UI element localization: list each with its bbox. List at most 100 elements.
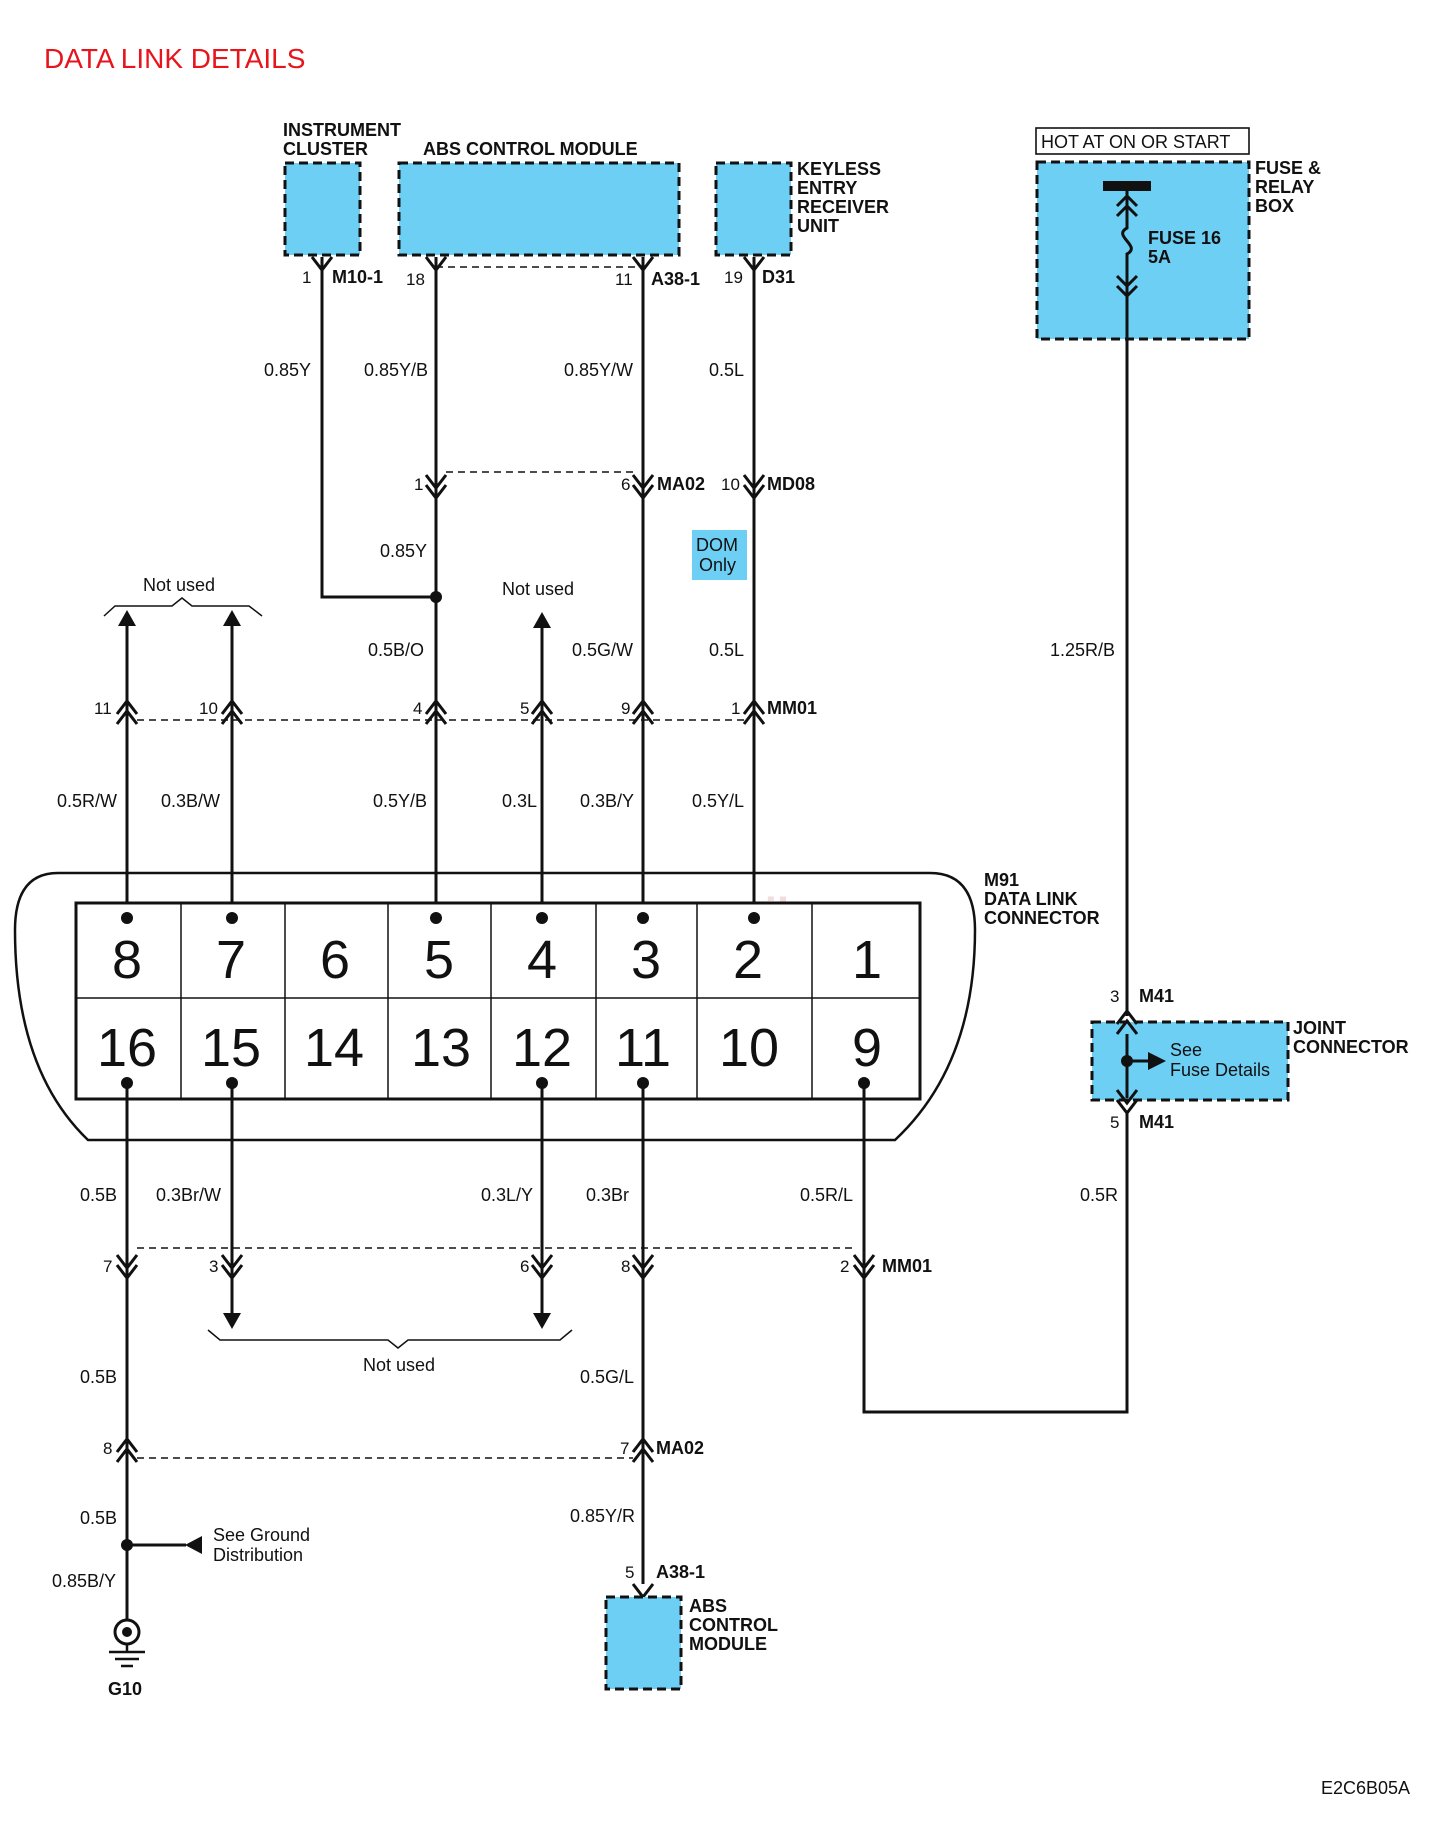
dlc-pin-9: 9	[852, 1018, 882, 1078]
svg-text:RECEIVER: RECEIVER	[797, 197, 889, 217]
dlc-pin-2: 2	[733, 930, 763, 990]
svg-text:0.5R/W: 0.5R/W	[57, 791, 117, 811]
joint-connector: See Fuse Details JOINT CONNECTOR 3 M41 5…	[1090, 986, 1409, 1132]
svg-text:0.85Y/B: 0.85Y/B	[364, 360, 428, 380]
dlc-pin-16: 16	[97, 1018, 157, 1078]
svg-text:A38-1: A38-1	[656, 1562, 705, 1582]
svg-text:Distribution: Distribution	[213, 1545, 303, 1565]
svg-text:RELAY: RELAY	[1255, 177, 1314, 197]
svg-text:1: 1	[414, 475, 423, 494]
svg-text:6: 6	[621, 475, 630, 494]
svg-text:1.25R/B: 1.25R/B	[1050, 640, 1115, 660]
connector-ma02-top: 1 6 MA02	[414, 471, 705, 501]
svg-text:CONNECTOR: CONNECTOR	[984, 908, 1100, 928]
svg-text:4: 4	[413, 699, 422, 718]
not-used-top-left: Not used	[103, 575, 263, 905]
not-used-top-center: Not used	[502, 579, 574, 905]
svg-text:5: 5	[625, 1563, 634, 1582]
not-used-bottom: Not used	[207, 1329, 573, 1375]
svg-text:BOX: BOX	[1255, 196, 1294, 216]
svg-text:CLUSTER: CLUSTER	[283, 139, 368, 159]
svg-text:Fuse Details: Fuse Details	[1170, 1060, 1270, 1080]
connector-mm01-bottom: 7 3 6 8 2 MM01	[103, 1247, 932, 1281]
dlc-pin-12: 12	[512, 1018, 572, 1078]
svg-text:5A: 5A	[1148, 247, 1171, 267]
svg-text:MM01: MM01	[767, 698, 817, 718]
svg-text:0.85Y: 0.85Y	[380, 541, 427, 561]
svg-text:D31: D31	[762, 267, 795, 287]
svg-text:UNIT: UNIT	[797, 216, 839, 236]
svg-text:HOT AT ON OR START: HOT AT ON OR START	[1041, 132, 1230, 152]
figure-code: E2C6B05A	[1321, 1778, 1410, 1798]
dlc-pin-11: 11	[615, 1018, 671, 1078]
dlc-pin-15: 15	[201, 1018, 261, 1078]
svg-text:See: See	[1170, 1040, 1202, 1060]
svg-text:CONNECTOR: CONNECTOR	[1293, 1037, 1409, 1057]
svg-text:19: 19	[724, 268, 743, 287]
svg-text:Only: Only	[699, 555, 736, 575]
dlc-pin-3: 3	[631, 930, 661, 990]
svg-text:MA02: MA02	[657, 474, 705, 494]
svg-text:CONTROL: CONTROL	[689, 1615, 778, 1635]
svg-text:2: 2	[840, 1257, 849, 1276]
data-link-connector: 8 7 6 5 4 3 2 1 16 15 14 13 12 11 10 9 M…	[13, 870, 1100, 1142]
svg-text:0.3L: 0.3L	[502, 791, 537, 811]
svg-text:1: 1	[731, 699, 740, 718]
svg-text:0.5L: 0.5L	[709, 360, 744, 380]
svg-text:DOM: DOM	[696, 535, 738, 555]
connector-md08: 10 MD08	[721, 474, 815, 501]
svg-text:ABS: ABS	[689, 1596, 727, 1616]
ground-distribution-ref: See Ground Distribution	[121, 1525, 310, 1565]
svg-text:5: 5	[520, 699, 529, 718]
svg-text:0.5G/W: 0.5G/W	[572, 640, 633, 660]
svg-text:10: 10	[199, 699, 218, 718]
svg-text:0.85Y/W: 0.85Y/W	[564, 360, 633, 380]
svg-text:KEYLESS: KEYLESS	[797, 159, 881, 179]
svg-text:MA02: MA02	[656, 1438, 704, 1458]
svg-text:0.3L/Y: 0.3L/Y	[481, 1185, 533, 1205]
svg-text:0.3Br: 0.3Br	[586, 1185, 629, 1205]
fuse-bus-bar	[1103, 181, 1151, 191]
svg-text:0.3Br/W: 0.3Br/W	[156, 1185, 221, 1205]
connector-mm01-top: 11 10 4 5 9 1 MM01	[94, 698, 817, 725]
svg-text:INSTRUMENT: INSTRUMENT	[283, 120, 401, 140]
dom-only-badge: DOM Only	[692, 530, 747, 580]
page-title: DATA LINK DETAILS	[44, 43, 305, 74]
dlc-pin-10: 10	[719, 1018, 779, 1078]
splice-point	[430, 591, 442, 603]
instrument-cluster: INSTRUMENT CLUSTER 1 M10-1	[283, 120, 401, 287]
svg-text:0.5B: 0.5B	[80, 1508, 117, 1528]
svg-text:3: 3	[1110, 987, 1119, 1006]
fuse-relay-box: HOT AT ON OR START FUSE & RELAY BOX FUSE…	[1035, 127, 1321, 341]
abs-control-module-bottom: 5 A38-1 ABS CONTROL MODULE	[604, 1562, 778, 1691]
svg-text:0.5R: 0.5R	[1080, 1185, 1118, 1205]
svg-text:Not used: Not used	[502, 579, 574, 599]
svg-text:DATA LINK: DATA LINK	[984, 889, 1078, 909]
svg-text:7: 7	[103, 1257, 112, 1276]
svg-text:Not used: Not used	[143, 575, 215, 595]
svg-text:0.5Y/L: 0.5Y/L	[692, 791, 744, 811]
svg-text:FUSE &: FUSE &	[1255, 158, 1321, 178]
svg-text:MODULE: MODULE	[689, 1634, 767, 1654]
dlc-pin-14: 14	[304, 1018, 364, 1078]
svg-text:0.5Y/B: 0.5Y/B	[373, 791, 427, 811]
svg-text:M41: M41	[1139, 986, 1174, 1006]
svg-text:M41: M41	[1139, 1112, 1174, 1132]
svg-text:M10-1: M10-1	[332, 267, 383, 287]
dlc-pin-8: 8	[112, 930, 142, 990]
svg-text:0.5B: 0.5B	[80, 1185, 117, 1205]
svg-text:0.5B: 0.5B	[80, 1367, 117, 1387]
svg-text:0.85Y: 0.85Y	[264, 360, 311, 380]
svg-text:MM01: MM01	[882, 1256, 932, 1276]
svg-text:1: 1	[302, 268, 311, 287]
svg-text:5: 5	[1110, 1113, 1119, 1132]
svg-text:ENTRY: ENTRY	[797, 178, 857, 198]
svg-text:9: 9	[621, 699, 630, 718]
svg-text:8: 8	[621, 1257, 630, 1276]
svg-text:0.5G/L: 0.5G/L	[580, 1367, 634, 1387]
dlc-pin-5: 5	[424, 930, 454, 990]
svg-text:A38-1: A38-1	[651, 269, 700, 289]
svg-text:0.85B/Y: 0.85B/Y	[52, 1571, 116, 1591]
svg-text:0.3B/W: 0.3B/W	[161, 791, 220, 811]
